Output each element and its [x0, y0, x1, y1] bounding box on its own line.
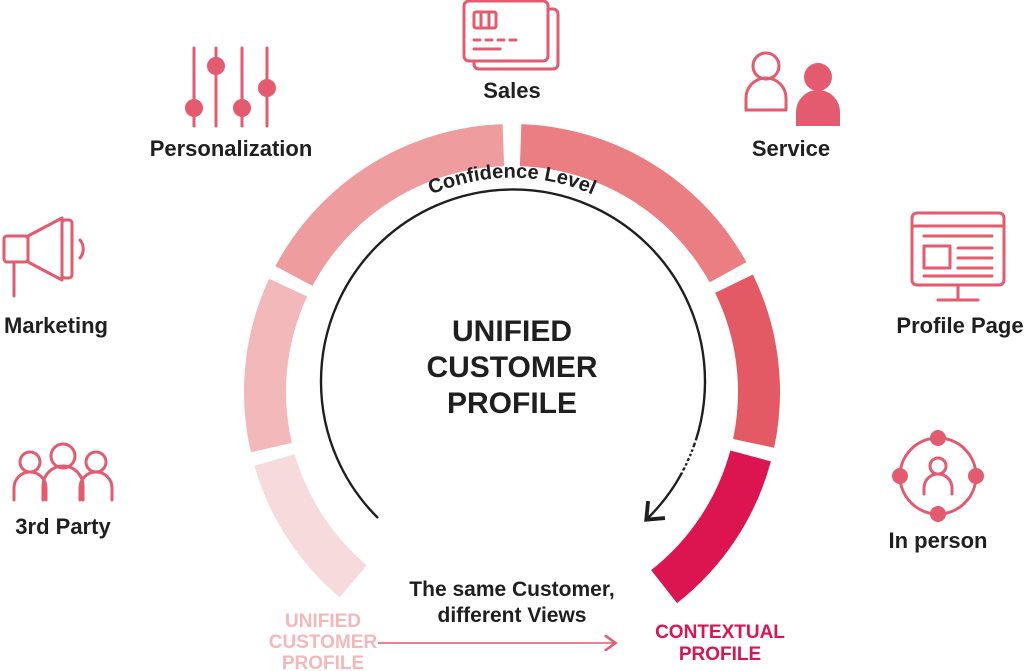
center-title-line: PROFILE	[447, 387, 577, 420]
gauge-segment-1	[254, 454, 367, 598]
unified-profile-label: UNIFIED CUSTOMER PROFILE	[269, 611, 378, 671]
unified-line: PROFILE	[282, 653, 364, 671]
high-label: High	[676, 437, 700, 476]
confidence-arc	[319, 188, 707, 522]
contextual-line: PROFILE	[679, 644, 761, 665]
marketing-label: Marketing	[4, 313, 108, 338]
gauge-segment-4	[519, 124, 747, 283]
monitor-icon	[910, 211, 1006, 302]
gauge-segment-2	[244, 278, 308, 453]
personalization-label: Personalization	[150, 136, 313, 161]
group-icon	[12, 442, 114, 502]
gauge-segment-3	[275, 124, 505, 286]
user-network-icon	[892, 430, 984, 522]
contextual-line: CONTEXTUAL	[655, 622, 785, 643]
credit-card-icon	[462, 0, 560, 71]
profile-page-label: Profile Page	[896, 313, 1023, 338]
gauge-segment-5	[715, 274, 780, 448]
service-label: Service	[752, 136, 830, 161]
center-title-line: CUSTOMER	[426, 351, 597, 384]
confidence-gauge	[244, 124, 780, 604]
caption-line: different Views	[438, 604, 587, 627]
gauge-segment-6	[651, 450, 771, 604]
unified-line: UNIFIED	[285, 611, 361, 632]
third-party-label: 3rd Party	[15, 514, 111, 539]
caption-line: The same Customer,	[409, 578, 614, 601]
in-person-label: In person	[888, 528, 987, 553]
megaphone-icon	[2, 216, 85, 298]
views-caption: The same Customer, different Views	[409, 578, 614, 627]
unified-line: CUSTOMER	[269, 632, 378, 653]
sales-label: Sales	[483, 78, 541, 103]
center-title: UNIFIED CUSTOMER PROFILE	[426, 315, 597, 420]
users-icon	[744, 51, 840, 126]
contextual-profile-label: CONTEXTUAL PROFILE	[655, 622, 785, 665]
center-title-line: UNIFIED	[452, 315, 572, 348]
sliders-icon	[185, 46, 276, 128]
